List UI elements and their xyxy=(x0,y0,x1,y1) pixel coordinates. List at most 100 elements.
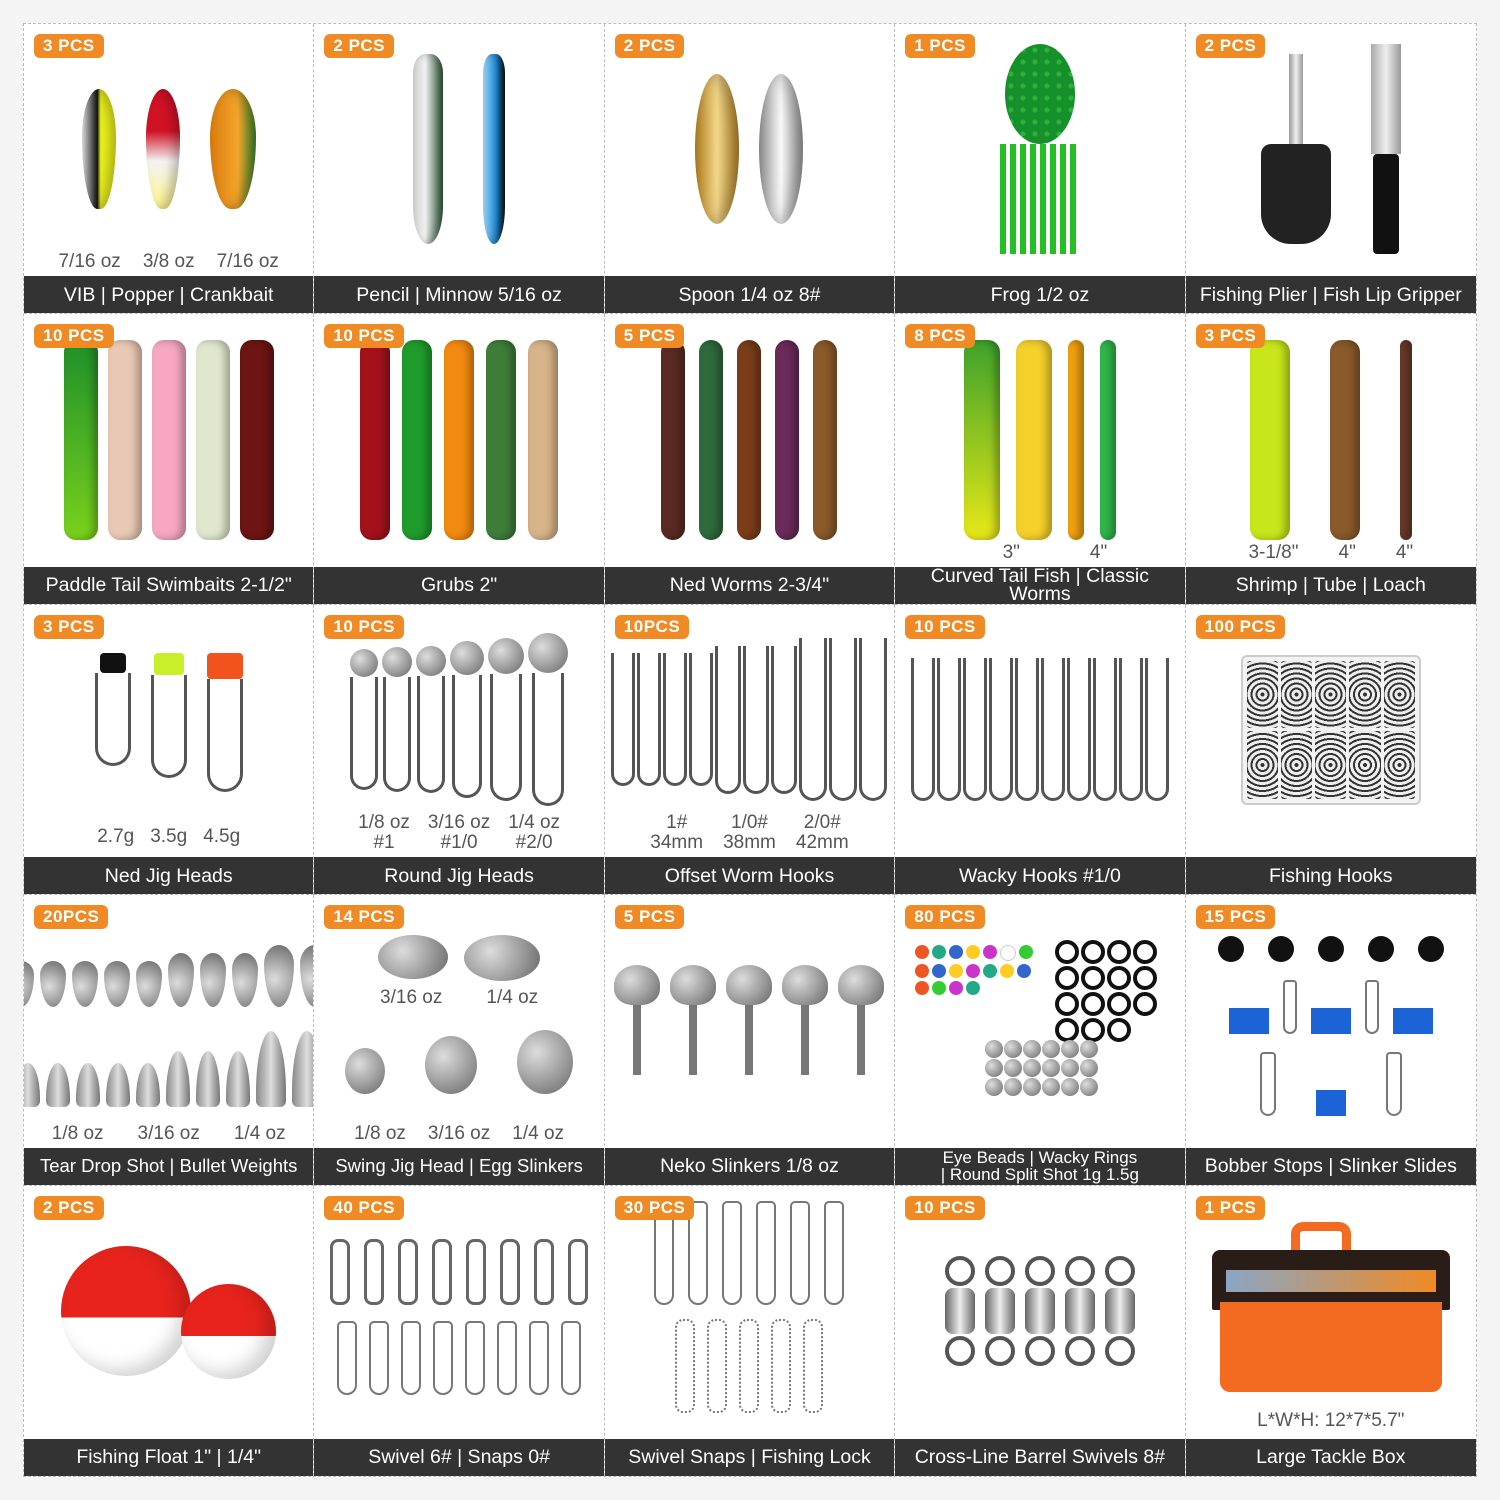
weights-illustration xyxy=(24,935,314,1117)
quantity-badge: 2 PCS xyxy=(34,1195,104,1220)
item-frog: 1 PCS Frog 1/2 oz xyxy=(895,24,1186,315)
barrel-swivel-illustration xyxy=(895,1214,1184,1409)
item-grubs: 10 PCS Grubs 2" xyxy=(314,314,605,605)
caption: Swing Jig Head | Egg Slinkers xyxy=(314,1147,604,1185)
item-cross-line-barrel-swivels: 10 PCS Cross-Line Barrel Swivels 8# xyxy=(895,1185,1186,1476)
hook-box-illustration xyxy=(1186,633,1476,827)
quantity-badge: 30 PCS xyxy=(614,1195,695,1220)
egg-weights: 3/16 oz 1/4 oz xyxy=(380,987,539,1009)
swivel-lock-illustration xyxy=(605,1201,894,1414)
item-swivel-snaps-lock: 30 PCS Swivel Snaps | Fishing Lock xyxy=(604,1185,896,1476)
swing-jigs xyxy=(314,1030,603,1095)
jig-head-illustration xyxy=(24,633,313,827)
caption: Eye Beads | Wacky Rings | Round Split Sh… xyxy=(895,1147,1185,1185)
lure-illustration xyxy=(314,52,603,246)
item-tear-drop-bullet-weights: 20PCS 1/8 oz 3/16 oz 1/4 oz Tear Drop Sh… xyxy=(24,895,315,1186)
ned-worm-illustration xyxy=(605,339,894,540)
lure-illustration xyxy=(24,52,313,246)
item-paddle-tail-swimbaits: 10 PCS Paddle Tail Swimbaits 2-1/2" xyxy=(24,314,315,605)
quantity-badge: 10 PCS xyxy=(905,614,985,639)
quantity-badge: 8 PCS xyxy=(905,324,975,349)
item-offset-worm-hooks: 10PCS 1# 34mm 1/0# 38mm 2/0# 42mm Offset… xyxy=(604,604,896,896)
weights: 2.7g 3.5g 4.5g xyxy=(97,826,241,848)
caption: Cross-Line Barrel Swivels 8# xyxy=(895,1438,1185,1476)
sizes: 1/8 oz #1 3/16 oz #1/0 1/4 oz #2/0 xyxy=(358,812,561,854)
weights: 7/16 oz 3/8 oz 7/16 oz xyxy=(58,251,279,273)
neko-illustration xyxy=(605,923,894,1117)
eye-beads xyxy=(915,945,1035,996)
offset-hook-illustration xyxy=(605,633,894,807)
quantity-badge: 10 PCS xyxy=(905,1195,985,1220)
item-vib-popper-crankbait: 3 PCS 7/16 oz 3/8 oz 7/16 oz VIB | Poppe… xyxy=(24,24,315,315)
sizes: 3-1/8" 4" 4" xyxy=(1248,541,1414,563)
caption: Shrimp | Tube | Loach xyxy=(1185,566,1476,604)
item-curved-tail-classic-worms: 8 PCS 3" 4" Curved Tail Fish | Classic W… xyxy=(895,314,1186,605)
item-beads-rings-split-shot: 80 PCS Eye Beads | Wacky Rings | Round S… xyxy=(895,895,1186,1186)
caption: Swivel Snaps | Fishing Lock xyxy=(604,1438,895,1476)
item-large-tackle-box: 1 PCS L*W*H: 12*7*5.7" Large Tackle Box xyxy=(1185,1185,1476,1476)
quantity-badge: 40 PCS xyxy=(324,1195,404,1220)
item-neko-slinkers: 5 PCS Neko Slinkers 1/8 oz xyxy=(604,895,896,1186)
quantity-badge: 3 PCS xyxy=(34,614,104,639)
frog-illustration xyxy=(895,44,1184,255)
caption: Bobber Stops | Slinker Slides xyxy=(1185,1147,1476,1185)
quantity-badge: 5 PCS xyxy=(614,905,685,930)
tools-illustration xyxy=(1186,44,1476,255)
caption: Paddle Tail Swimbaits 2-1/2" xyxy=(24,566,314,604)
caption: Offset Worm Hooks xyxy=(604,857,895,895)
caption: Fishing Float 1" | 1/4" xyxy=(24,1438,314,1476)
quantity-badge: 2 PCS xyxy=(324,34,395,58)
swivel-snap-illustration xyxy=(314,1226,603,1409)
worm-illustration xyxy=(895,339,1184,540)
spoon-illustration xyxy=(605,52,894,246)
quantity-badge: 10 PCS xyxy=(324,614,404,639)
sizes: 1# 34mm 1/0# 38mm 2/0# 42mm xyxy=(650,812,849,854)
caption: Wacky Hooks #1/0 xyxy=(895,857,1185,895)
caption: Grubs 2" xyxy=(314,566,604,604)
item-pencil-minnow: 2 PCS Pencil | Minnow 5/16 oz xyxy=(314,24,605,315)
swimbait-illustration xyxy=(24,339,313,540)
bobber-stop-illustration xyxy=(1186,935,1476,1117)
caption: Spoon 1/4 oz 8# xyxy=(604,276,895,314)
weights: 1/8 oz 3/16 oz 1/4 oz xyxy=(51,1122,286,1144)
caption: Curved Tail Fish | Classic Worms xyxy=(895,567,1185,604)
quantity-badge: 5 PCS xyxy=(614,324,685,349)
split-shot xyxy=(985,1040,1105,1097)
caption: Fishing Hooks xyxy=(1185,857,1476,895)
quantity-badge: 14 PCS xyxy=(324,905,404,930)
quantity-badge: 10 PCS xyxy=(324,324,404,349)
wacky-rings xyxy=(1054,940,1165,1043)
item-plier-gripper: 2 PCS Fishing Plier | Fish Lip Gripper xyxy=(1185,24,1476,315)
quantity-badge: 10PCS xyxy=(614,614,690,639)
item-spoon: 2 PCS Spoon 1/4 oz 8# xyxy=(604,24,896,315)
caption: Neko Slinkers 1/8 oz xyxy=(604,1147,895,1185)
quantity-badge: 1 PCS xyxy=(1195,1195,1266,1220)
quantity-badge: 20PCS xyxy=(34,905,109,930)
caption: Ned Jig Heads xyxy=(24,857,314,895)
item-fishing-hooks: 100 PCS Fishing Hooks xyxy=(1185,604,1476,896)
item-fishing-float: 2 PCS Fishing Float 1" | 1/4" xyxy=(24,1185,315,1476)
quantity-badge: 15 PCS xyxy=(1195,905,1276,930)
caption: VIB | Popper | Crankbait xyxy=(24,276,314,314)
caption: Ned Worms 2-3/4" xyxy=(604,566,895,604)
quantity-badge: 80 PCS xyxy=(905,905,985,930)
item-shrimp-tube-loach: 3 PCS 3-1/8" 4" 4" Shrimp | Tube | Loach xyxy=(1185,314,1476,605)
float-illustration xyxy=(24,1214,313,1409)
product-grid: 3 PCS 7/16 oz 3/8 oz 7/16 oz VIB | Poppe… xyxy=(23,23,1477,1477)
caption: Tear Drop Shot | Bullet Weights xyxy=(24,1147,314,1185)
wacky-hook-illustration xyxy=(895,633,1184,827)
quantity-badge: 10 PCS xyxy=(34,324,114,349)
quantity-badge: 2 PCS xyxy=(1195,34,1266,58)
sizes: 3" 4" xyxy=(1002,541,1108,563)
caption: Swivel 6# | Snaps 0# xyxy=(314,1438,604,1476)
tackle-box-icon xyxy=(1186,1216,1476,1399)
caption: Large Tackle Box xyxy=(1185,1438,1476,1476)
quantity-badge: 2 PCS xyxy=(614,34,685,58)
item-bobber-stops-slides: 15 PCS Bobber Stops | Slinker Slides xyxy=(1185,895,1476,1186)
item-round-jig-heads: 10 PCS 1/8 oz #1 3/16 oz #1/0 1/4 oz #2/… xyxy=(314,604,605,896)
caption: Round Jig Heads xyxy=(314,857,604,895)
quantity-badge: 3 PCS xyxy=(34,34,104,58)
round-jig-illustration xyxy=(314,633,603,807)
grub-illustration xyxy=(314,339,603,540)
item-ned-jig-heads: 3 PCS 2.7g 3.5g 4.5g Ned Jig Heads xyxy=(24,604,315,896)
